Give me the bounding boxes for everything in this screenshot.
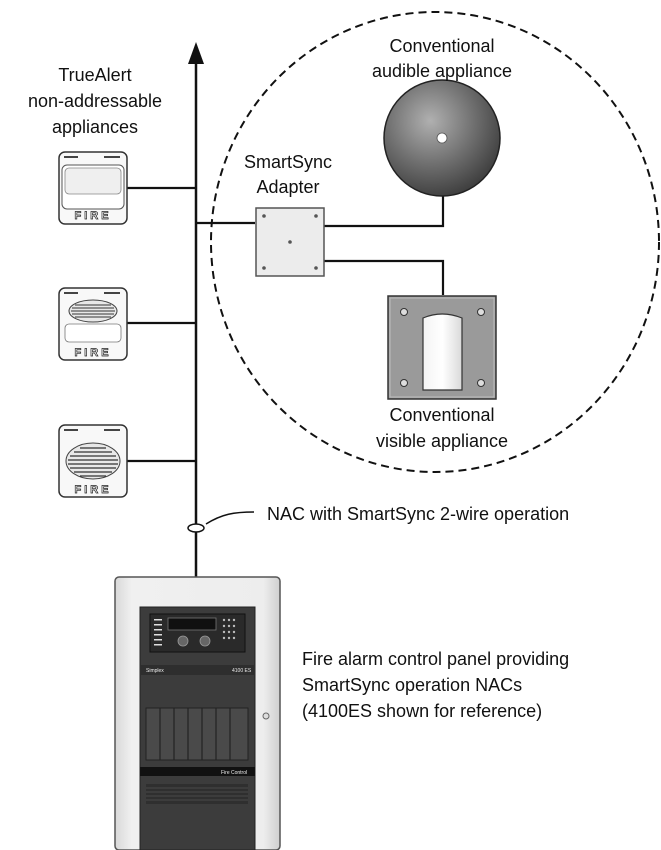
truealert-label: TrueAlert non-addressable appliances: [28, 65, 162, 137]
svg-text:audible appliance: audible appliance: [372, 61, 512, 81]
conventional-zone-outline: [210, 11, 660, 473]
audible-label: Conventional audible appliance: [372, 36, 512, 81]
svg-text:SmartSync operation NACs: SmartSync operation NACs: [302, 675, 522, 695]
adapter-label: SmartSync Adapter: [244, 152, 332, 197]
svg-text:visible appliance: visible appliance: [376, 431, 508, 451]
visible-label: Conventional visible appliance: [376, 405, 508, 451]
wire-pair-marker: [187, 523, 205, 533]
audible-bell-icon: [383, 79, 501, 197]
fire-label-3: FIRE: [74, 484, 111, 496]
panel-brand: Simplex: [146, 668, 164, 674]
fire-label-1: FIRE: [74, 210, 111, 222]
svg-text:Adapter: Adapter: [256, 177, 319, 197]
svg-text:appliances: appliances: [52, 117, 138, 137]
fire-label-2: FIRE: [74, 347, 111, 359]
panel-strip-label: Fire Control: [221, 770, 247, 776]
panel-model: 4100 ES: [232, 668, 252, 674]
svg-text:Fire alarm control panel provi: Fire alarm control panel providing: [302, 649, 569, 669]
adapter-to-bell-line: [323, 195, 445, 228]
nac-leader-line: [205, 511, 255, 525]
truealert-horn-icon: FIRE: [58, 424, 128, 498]
panel-label: Fire alarm control panel providing Smart…: [302, 649, 569, 721]
smartsync-adapter-icon: [255, 207, 325, 277]
adapter-to-strobe-line: [323, 259, 445, 295]
visible-strobe-icon: [387, 295, 497, 400]
svg-text:SmartSync: SmartSync: [244, 152, 332, 172]
svg-text:non-addressable: non-addressable: [28, 91, 162, 111]
truealert-horn-strobe-icon: FIRE: [58, 287, 128, 361]
svg-text:(4100ES shown for reference): (4100ES shown for reference): [302, 701, 542, 721]
svg-text:TrueAlert: TrueAlert: [58, 65, 131, 85]
bus-arrow-icon: [188, 42, 204, 64]
truealert-strobe-icon: FIRE: [58, 151, 128, 225]
svg-text:Conventional: Conventional: [389, 405, 494, 425]
control-panel-icon: Simplex 4100 ES Fire Control: [114, 576, 281, 850]
nac-label: NAC with SmartSync 2-wire operation: [267, 504, 569, 524]
svg-text:Conventional: Conventional: [389, 36, 494, 56]
